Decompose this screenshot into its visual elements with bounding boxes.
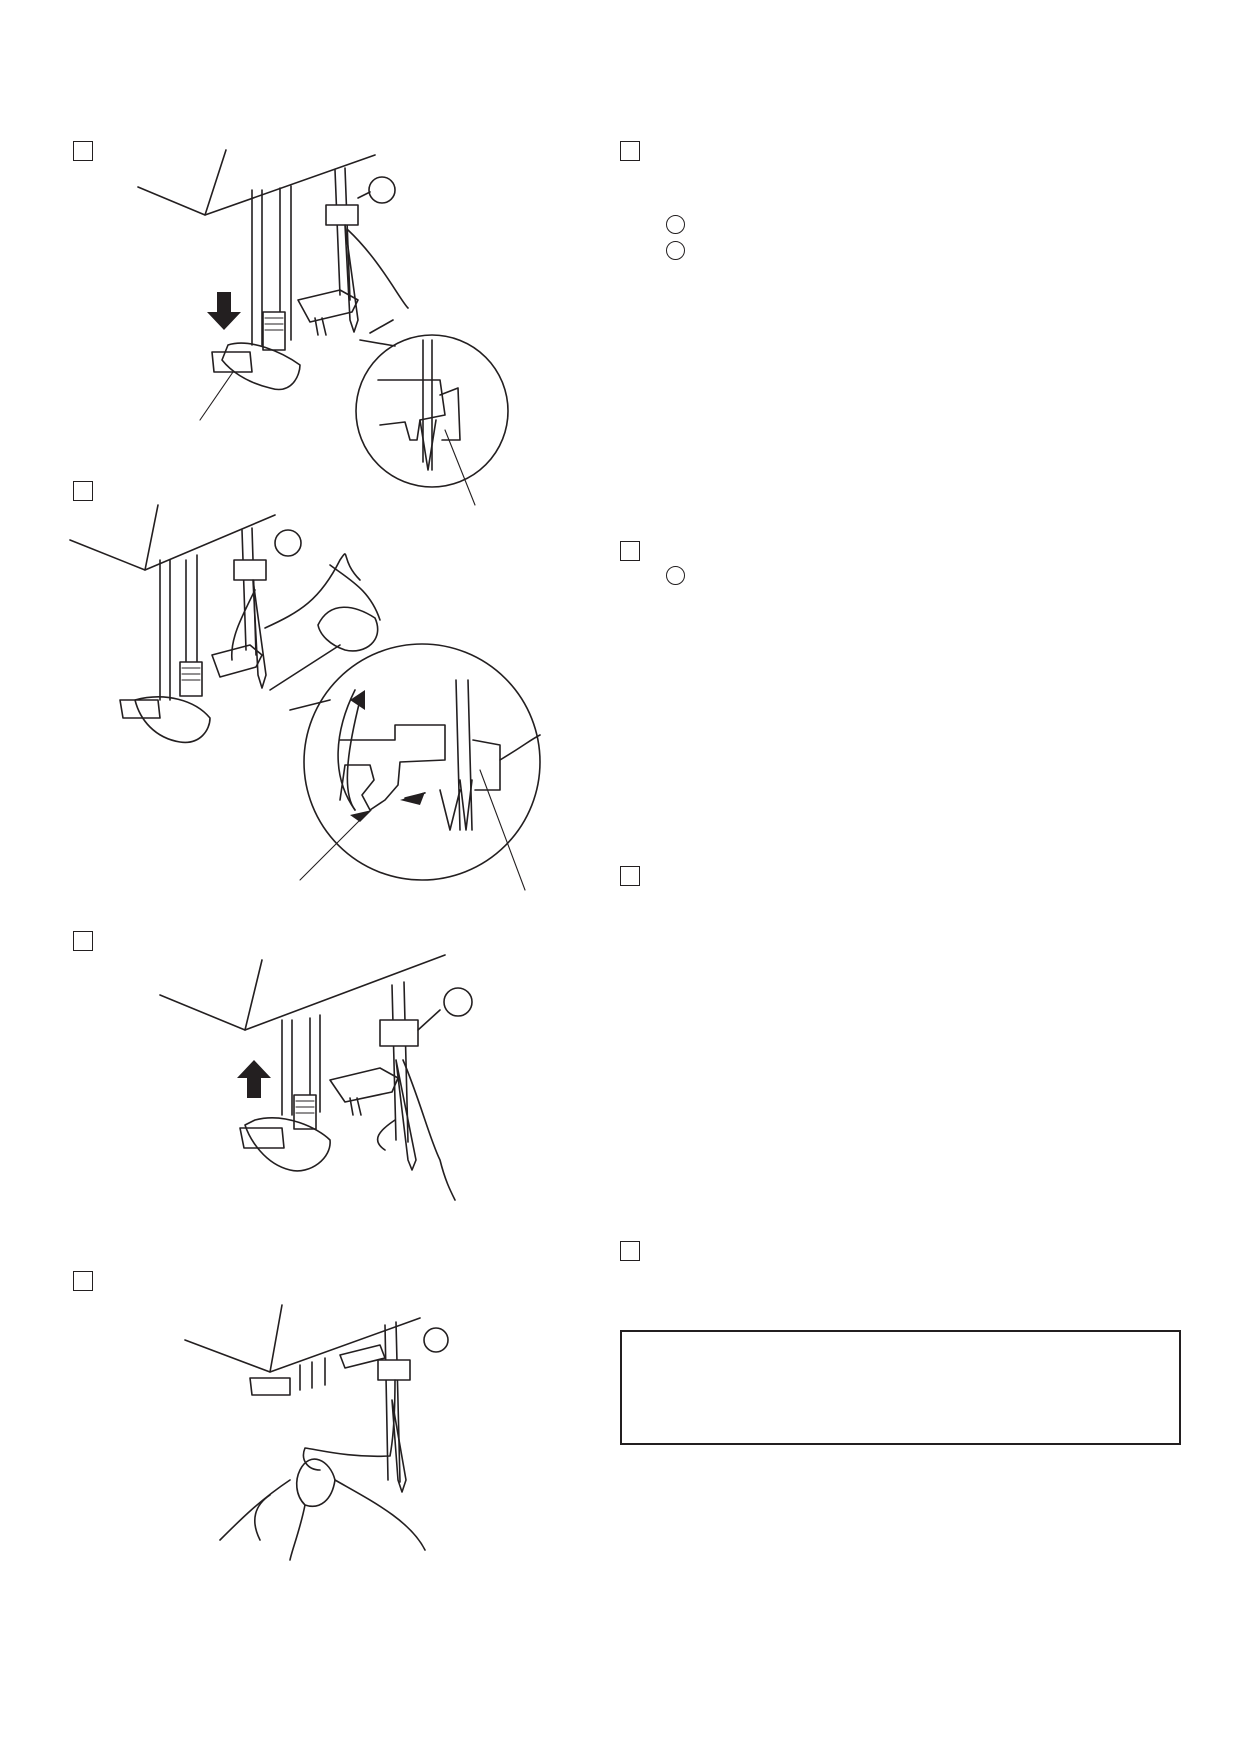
figure-4-pull-thread-loop [184, 1304, 449, 1561]
step-box-6 [620, 541, 640, 561]
callout-circle-c [666, 566, 685, 585]
callout-circle-b [666, 241, 685, 260]
step-box-8 [620, 1241, 640, 1261]
step-box-5 [620, 141, 640, 161]
step-box-7 [620, 866, 640, 886]
callout-circle-a [666, 215, 685, 234]
step-box-2 [73, 481, 93, 501]
figure-1-needle-threader-lowered [137, 149, 509, 506]
note-frame [620, 1330, 1181, 1445]
step-box-1 [73, 141, 93, 161]
figure-3-threader-raised [159, 954, 473, 1201]
step-box-3 [73, 931, 93, 951]
step-box-4 [73, 1271, 93, 1291]
figure-2-thread-hooked [69, 504, 541, 891]
